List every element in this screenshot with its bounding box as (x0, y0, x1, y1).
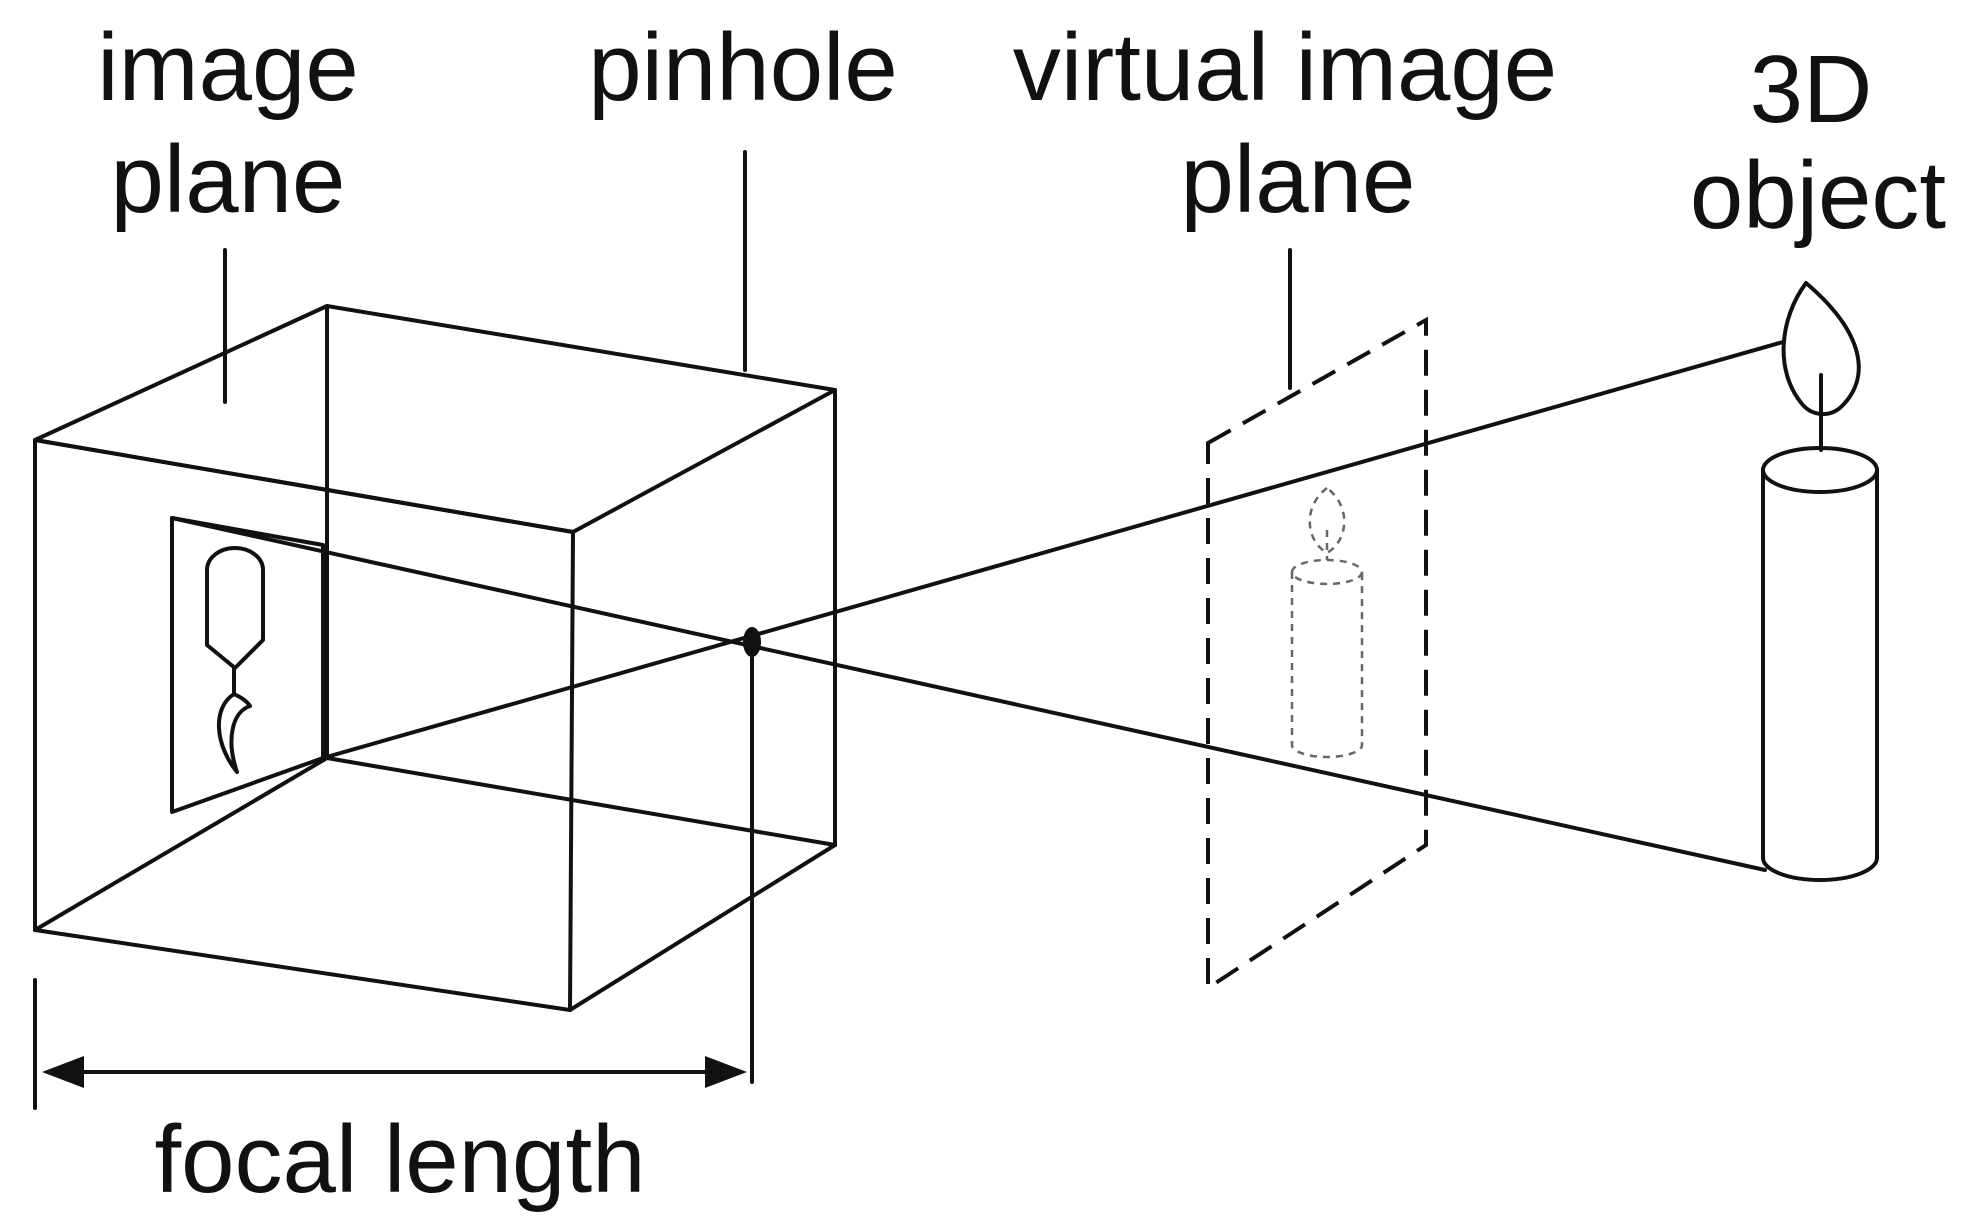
focal-length-arrowhead-right (705, 1056, 747, 1088)
object-label-line2: object (1690, 142, 1946, 249)
candle-object (1761, 281, 1879, 882)
virtual-image-plane-label-line1: virtual image (1013, 14, 1557, 121)
inverted-candle-image (205, 546, 265, 774)
image-plane-frame (170, 516, 325, 814)
focal-length-arrowhead-left (42, 1056, 84, 1088)
virtual-image-plane (1206, 316, 1428, 992)
virtual-candle-image (1290, 486, 1364, 759)
image-plane-label-line1: image (97, 14, 358, 121)
object-label-line1: 3D (1750, 36, 1873, 143)
virtual-image-plane-label-line2: plane (1181, 126, 1416, 233)
projected-image (170, 516, 325, 814)
pinhole-label: pinhole (588, 14, 898, 121)
focal-length-label: focal length (154, 1106, 645, 1213)
focal-length-dimension (33, 656, 754, 1110)
camera-box (33, 304, 837, 1012)
flame-icon (1781, 281, 1861, 452)
image-plane-label-line2: plane (111, 126, 346, 233)
projection-rays (170, 338, 1792, 872)
pinhole-point (743, 627, 761, 657)
